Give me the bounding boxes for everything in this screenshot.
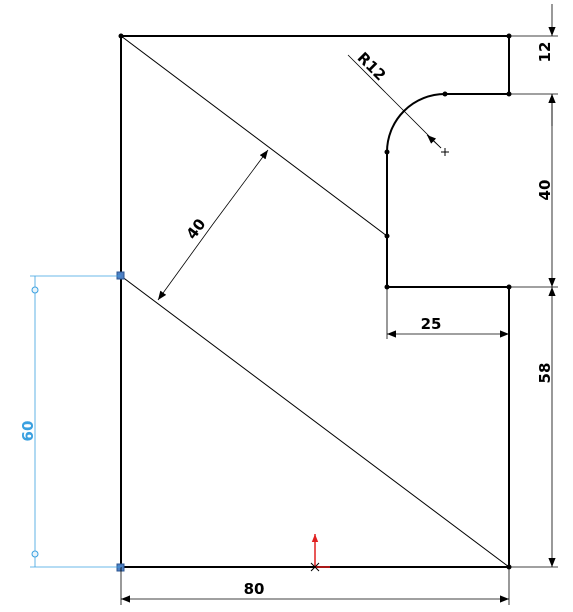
dimension-text-right-lower[interactable]: 58: [536, 363, 554, 384]
part-outline[interactable]: [120, 35, 510, 568]
dimension-text-driven-height[interactable]: 60: [19, 421, 37, 442]
dimension-pocket-height[interactable]: 40: [509, 94, 558, 288]
fillet-center-mark: [441, 148, 449, 156]
dimension-diagonal-distance[interactable]: 40: [157, 149, 269, 301]
sketch-points[interactable]: [118, 33, 512, 570]
dimension-text-pocket-width[interactable]: 25: [421, 315, 442, 333]
dimension-driven-height[interactable]: 60: [19, 275, 121, 568]
dimension-bottom-width[interactable]: 80: [120, 567, 510, 605]
diagonal-lines[interactable]: [120, 35, 510, 568]
selected-points[interactable]: [116, 271, 125, 572]
point-top-left[interactable]: [118, 33, 124, 39]
diagonal-upper-line[interactable]: [120, 35, 388, 237]
dimension-text-bottom-width[interactable]: 80: [244, 580, 265, 598]
point-fillet-end-left[interactable]: [384, 149, 390, 155]
dimension-fillet-radius[interactable]: R12: [347, 49, 442, 149]
origin-icon[interactable]: [310, 534, 330, 572]
point-fillet-end-top[interactable]: [442, 91, 448, 97]
selected-point-left-bottom[interactable]: [116, 563, 125, 572]
selected-point-left-mid[interactable]: [116, 271, 125, 280]
dimension-text-top-step[interactable]: 12: [536, 42, 554, 63]
diagonal-lower-line[interactable]: [120, 275, 510, 568]
dimension-right-lower[interactable]: 58: [509, 287, 558, 568]
dimension-pocket-width[interactable]: 25: [386, 287, 509, 339]
dimension-top-step[interactable]: 12: [509, 4, 558, 126]
dimension-text-diagonal-distance[interactable]: 40: [183, 215, 210, 243]
dimension-text-pocket-height[interactable]: 40: [536, 180, 554, 201]
dimension-text-fillet-radius[interactable]: R12: [354, 49, 390, 85]
point-diagonal-end[interactable]: [384, 233, 390, 239]
